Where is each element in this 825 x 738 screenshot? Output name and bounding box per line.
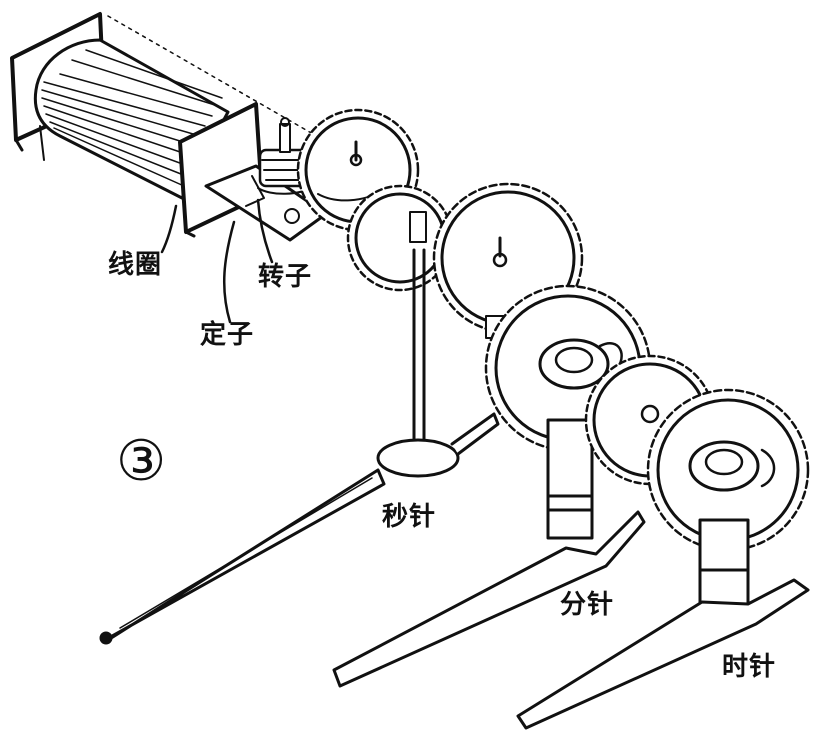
- label-minute-hand: 分针: [560, 590, 615, 620]
- label-coil: 线圈: [108, 250, 163, 280]
- label-stator: 定子: [200, 320, 255, 350]
- label-rotor: 转子: [258, 262, 313, 292]
- hour-hand: [516, 518, 810, 730]
- leader-lines: [160, 198, 274, 324]
- stator-plate: [204, 164, 328, 242]
- label-hour-hand: 时针: [722, 652, 777, 682]
- minute-hand: [332, 418, 646, 688]
- coil: [10, 12, 321, 238]
- label-second-hand: 秒针: [382, 502, 437, 532]
- second-hand: [99, 211, 500, 645]
- figure-number: ③: [116, 429, 167, 494]
